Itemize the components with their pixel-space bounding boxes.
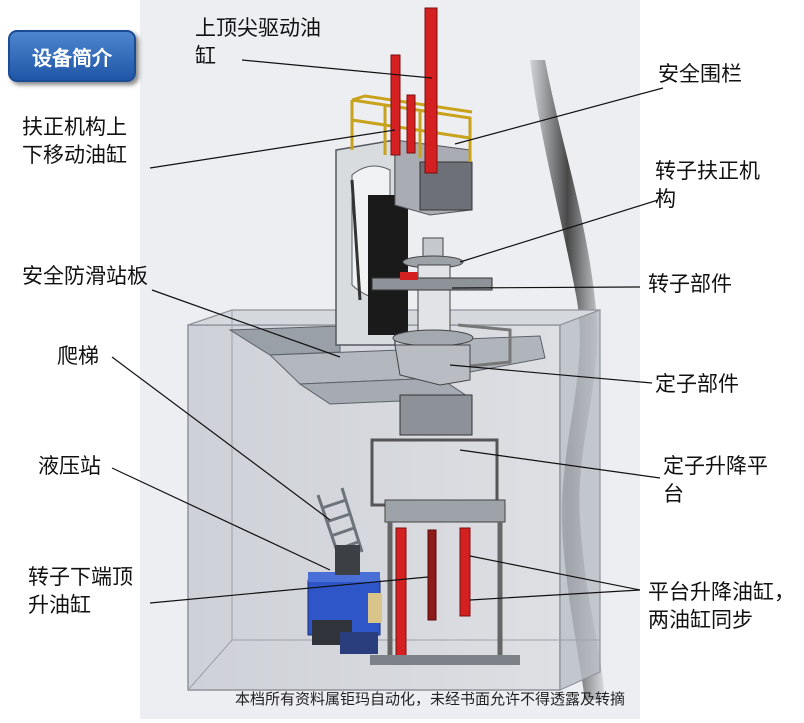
rotor-assembly xyxy=(371,237,512,368)
label-centering-cylinder: 扶正机构上 下移动油缸 xyxy=(22,113,127,169)
label-top-center-cylinder: 上顶尖驱动油 缸 xyxy=(195,14,321,70)
hydraulic-station xyxy=(307,545,382,654)
label-stator-part: 定子部件 xyxy=(655,370,739,398)
label-rotor-jack-cylinder-line1: 转子下端顶 xyxy=(28,565,133,589)
label-antislip-plate-text: 安全防滑站板 xyxy=(22,264,148,288)
label-rotor-centering: 转子扶正机 构 xyxy=(655,157,760,213)
label-rotor-centering-line1: 转子扶正机 xyxy=(655,159,760,183)
stator-platform xyxy=(370,344,520,665)
label-stator-platform-line2: 台 xyxy=(663,482,684,506)
label-stator-platform-line1: 定子升降平 xyxy=(663,454,768,478)
label-rotor-centering-line2: 构 xyxy=(655,187,676,211)
section-badge: 设备简介 xyxy=(8,30,136,82)
copyright-footer: 本档所有资料属钜玛自动化，未经书面允许不得透露及转摘 xyxy=(234,690,625,708)
label-top-center-cylinder-line2: 缸 xyxy=(195,44,216,68)
label-ladder-text: 爬梯 xyxy=(57,344,99,368)
label-antislip-plate: 安全防滑站板 xyxy=(22,262,148,290)
label-hydraulic-station: 液压站 xyxy=(38,452,101,480)
label-safety-guard: 安全围栏 xyxy=(658,60,742,88)
label-stator-platform: 定子升降平 台 xyxy=(663,452,768,508)
label-rotor-part: 转子部件 xyxy=(648,270,732,298)
leader-lines xyxy=(111,59,664,604)
label-centering-cylinder-line2: 下移动油缸 xyxy=(22,143,127,167)
label-safety-guard-text: 安全围栏 xyxy=(658,62,742,86)
label-rotor-jack-cylinder: 转子下端顶 升油缸 xyxy=(28,563,133,619)
label-platform-cylinders-line1: 平台升降油缸， xyxy=(648,580,795,604)
label-top-center-cylinder-line1: 上顶尖驱动油 xyxy=(195,16,321,40)
label-centering-cylinder-line1: 扶正机构上 xyxy=(22,115,127,139)
c-frame xyxy=(335,139,473,346)
label-stator-part-text: 定子部件 xyxy=(655,372,739,396)
label-ladder: 爬梯 xyxy=(57,342,99,370)
label-platform-cylinders: 平台升降油缸， 两油缸同步 xyxy=(648,578,795,634)
label-platform-cylinders-line2: 两油缸同步 xyxy=(648,608,753,632)
label-hydraulic-station-text: 液压站 xyxy=(38,454,101,478)
red-cylinders xyxy=(390,7,471,661)
label-rotor-jack-cylinder-line2: 升油缸 xyxy=(28,593,91,617)
label-rotor-part-text: 转子部件 xyxy=(648,272,732,296)
